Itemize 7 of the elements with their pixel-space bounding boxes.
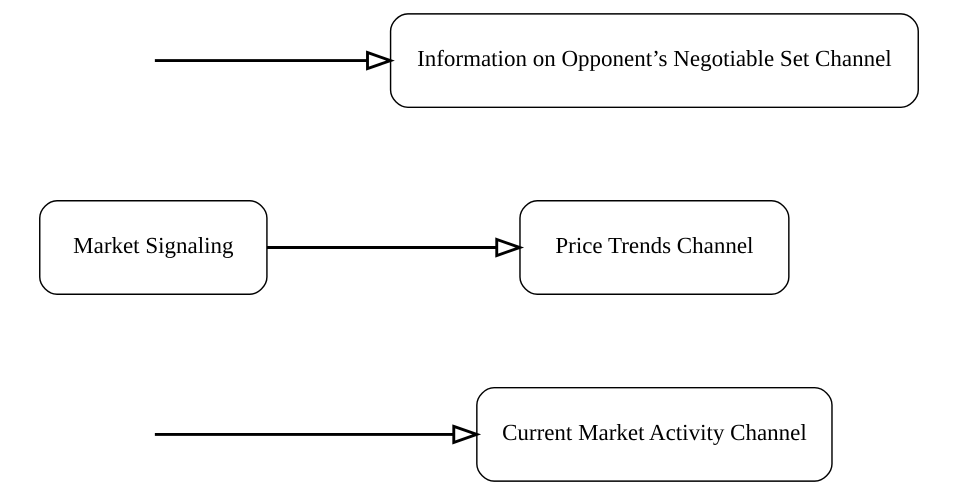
node-box: Price Trends Channel bbox=[518, 200, 790, 295]
node-box: Market Signaling bbox=[38, 200, 268, 295]
arrow bbox=[154, 50, 394, 71]
arrow bbox=[266, 237, 524, 258]
node-box: Information on Opponent’s Negotiable Set Channel bbox=[389, 13, 918, 108]
arrow bbox=[154, 424, 481, 444]
node-box: Current Market Activity Channel bbox=[476, 386, 832, 482]
